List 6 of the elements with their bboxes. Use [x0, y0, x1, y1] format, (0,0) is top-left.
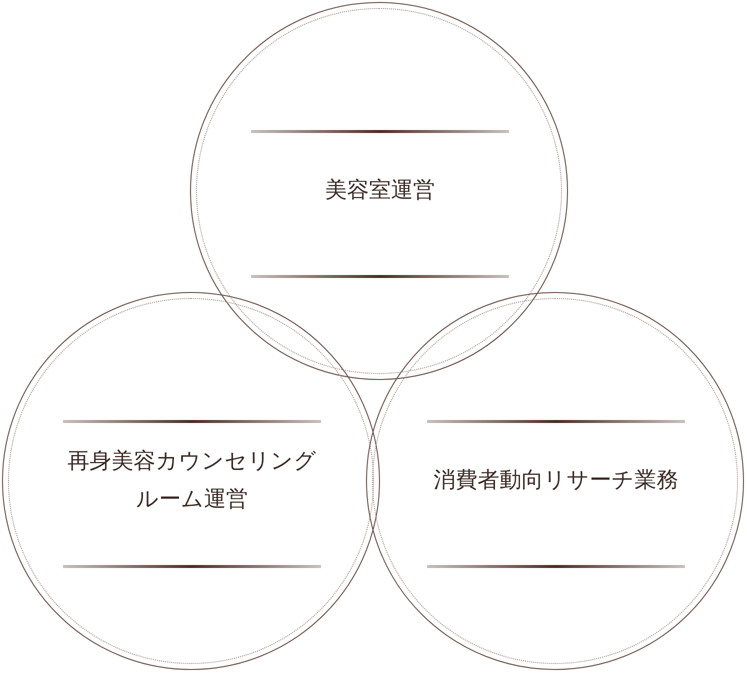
- circle-label: 再身美容カウンセリングルーム運営: [66, 448, 318, 514]
- venn-circle: [190, 2, 568, 380]
- circle-label: 消費者動向リサーチ業務: [432, 467, 680, 495]
- venn-circle: [366, 292, 744, 670]
- venn-circle: [2, 292, 380, 670]
- circle-label: 美容室運営: [324, 177, 436, 205]
